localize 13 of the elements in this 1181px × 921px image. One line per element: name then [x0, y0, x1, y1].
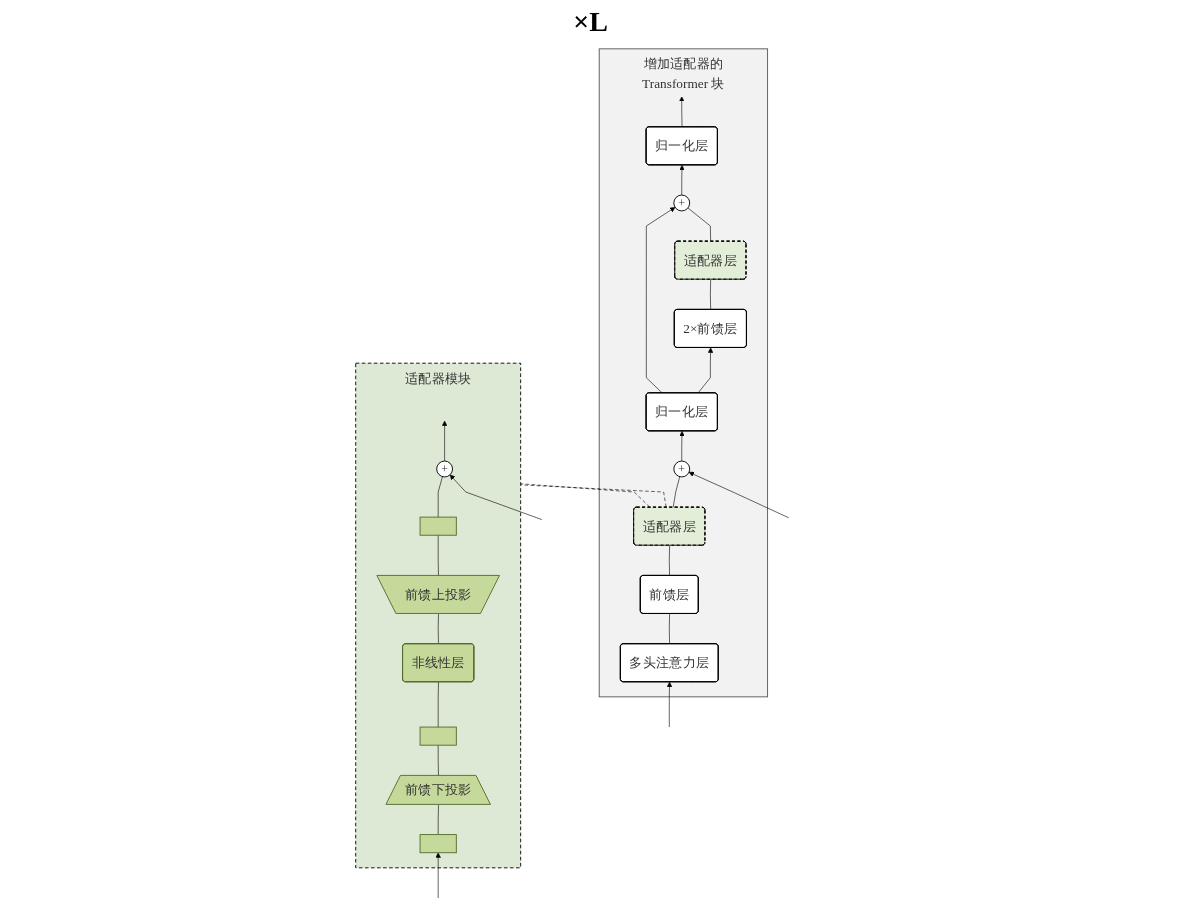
connector: [669, 545, 671, 576]
node-circle: +: [436, 460, 454, 478]
connector: [710, 279, 712, 310]
node-circle: +: [673, 194, 691, 212]
node-bar: [419, 726, 457, 746]
repeat-label: ×L: [573, 6, 608, 37]
connector: [673, 476, 681, 508]
node-circle: +: [673, 460, 691, 478]
connector: [438, 476, 443, 518]
connector: [669, 613, 671, 645]
node-bar: [419, 516, 457, 536]
connector: [687, 207, 712, 242]
node-bar: [419, 834, 457, 854]
